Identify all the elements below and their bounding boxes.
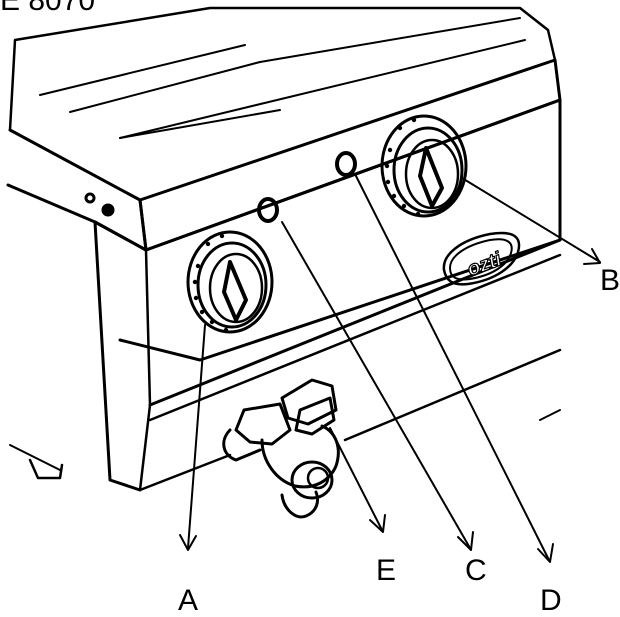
- callout-label-e: E: [376, 554, 397, 587]
- callout-arrows: [179, 175, 601, 563]
- screw-icon: [84, 192, 96, 204]
- model-code: E 8070: [0, 0, 96, 17]
- brand-logo-text: ozti: [464, 248, 504, 281]
- knob-tick-marks: [192, 233, 229, 333]
- callout-label-d: D: [540, 584, 562, 617]
- indicator-light-d: [335, 151, 357, 177]
- knob-right[interactable]: [380, 114, 468, 218]
- cabinet-body: [9, 98, 562, 492]
- control-panel: [6, 58, 562, 252]
- brand-logo: [442, 231, 521, 286]
- drain-tap[interactable]: [222, 378, 340, 519]
- knob-tick-marks: [384, 117, 421, 217]
- top-plate: [8, 6, 557, 202]
- callout-label-b: B: [600, 264, 620, 297]
- callout-label-a: A: [178, 584, 199, 617]
- screw-icon: [101, 203, 115, 217]
- indicator-light-c: [257, 197, 279, 223]
- callout-label-c: C: [465, 554, 487, 587]
- knob-left[interactable]: [186, 230, 274, 334]
